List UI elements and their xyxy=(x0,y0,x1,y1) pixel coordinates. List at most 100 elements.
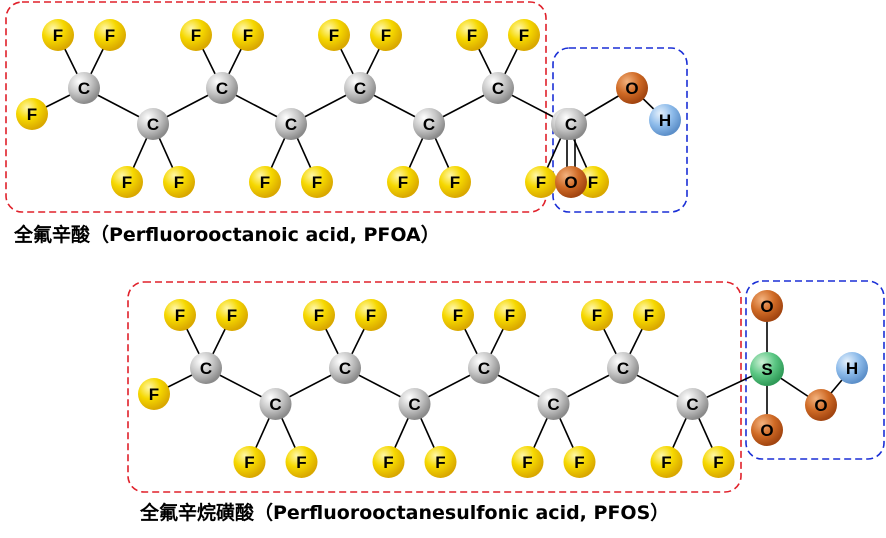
pfos-atom-c4-fluorine-left-label: F xyxy=(383,453,393,472)
pfoa-atom-c5-fluorine-right: F xyxy=(370,19,402,51)
pfoa-atom-c4-fluorine-left-label: F xyxy=(260,173,270,192)
pfoa-atom-hydrogen-label: H xyxy=(659,111,671,130)
pfos-atom-c5-fluorine-right-label: F xyxy=(505,306,515,325)
pfos-atom-c2-fluorine-right: F xyxy=(285,446,318,478)
pfoa-atom-c7-fluorine-left-label: F xyxy=(467,26,477,45)
pfoa-atom-carboxyl-carbon-label: C xyxy=(565,115,577,134)
pfos-atom-c1-fluorine-terminal-label: F xyxy=(149,385,159,404)
pfos-atom-c7-fluorine-left: F xyxy=(581,299,613,331)
pfos-atom-carbon-2-label: C xyxy=(269,395,281,414)
pfos-atom-carbon-7-label: C xyxy=(617,359,629,378)
pfos-head-box xyxy=(745,280,885,460)
pfoa-atom-carbon-2: C xyxy=(137,108,169,140)
pfos-atom-carbon-3: C xyxy=(329,352,361,384)
pfos-atom-carbon-2: C xyxy=(259,388,292,420)
pfos-atom-c3-fluorine-left: F xyxy=(303,299,335,331)
pfos-tail-box xyxy=(127,281,742,493)
pfoa-atom-carbon-2-label: C xyxy=(147,115,159,134)
pfos-atom-carbon-4: C xyxy=(398,388,431,420)
pfoa-atom-c7-fluorine-left: F xyxy=(456,19,488,51)
pfos-atom-c4-fluorine-right-label: F xyxy=(435,453,445,472)
pfos-atom-c5-fluorine-left-label: F xyxy=(453,306,463,325)
pfoa-atom-c5-fluorine-left-label: F xyxy=(329,26,339,45)
pfos-atom-c1-fluorine-right: F xyxy=(216,299,248,331)
pfoa-atom-carbon-1: C xyxy=(68,72,100,104)
pfos-atom-c5-fluorine-right: F xyxy=(494,299,526,331)
pfoa-atom-c1-fluorine-left-label: F xyxy=(53,26,63,45)
pfoa-atom-c4-fluorine-right-label: F xyxy=(312,173,322,192)
pfoa-atom-c1-fluorine-left: F xyxy=(42,19,74,51)
pfoa-atom-carbon-6-label: C xyxy=(423,115,435,134)
pfos-atom-c1-fluorine-terminal: F xyxy=(138,378,170,410)
pfos-atom-c6-fluorine-right-label: F xyxy=(574,453,584,472)
pfoa-atom-c1-fluorine-right: F xyxy=(94,19,126,51)
pfos-atom-sulfur-label: S xyxy=(761,360,772,379)
pfoa-atom-c3-fluorine-right: F xyxy=(232,19,264,51)
pfoa-atom-c1-fluorine-terminal-label: F xyxy=(27,105,37,124)
pfos-atom-c6-fluorine-left-label: F xyxy=(522,453,532,472)
pfoa-atom-c6-fluorine-right-label: F xyxy=(450,173,460,192)
pfoa-atom-hydroxyl-oxygen: O xyxy=(616,72,648,104)
pfoa-atom-c7-fluorine-right-label: F xyxy=(519,26,529,45)
pfoa-atom-c1-fluorine-right-label: F xyxy=(105,26,115,45)
pfos-atom-oxygen-top: O xyxy=(751,290,783,322)
pfos-atom-c8-fluorine-left: F xyxy=(650,446,683,478)
pfoa-atom-c1-fluorine-terminal: F xyxy=(16,98,48,130)
pfoa-atom-c8-fluorine-right-label: F xyxy=(588,173,598,192)
pfoa-atom-hydroxyl-oxygen-label: O xyxy=(625,79,638,98)
pfoa-atom-hydrogen: H xyxy=(649,104,681,136)
pfoa-atom-c3-fluorine-left-label: F xyxy=(191,26,201,45)
pfos-atom-c2-fluorine-left-label: F xyxy=(244,453,254,472)
pfos-atom-c8-fluorine-right-label: F xyxy=(713,453,723,472)
pfoa-atom-c6-fluorine-right: F xyxy=(439,166,471,198)
pfos-atom-c6-fluorine-right: F xyxy=(563,446,596,478)
pfos-caption: 全氟辛烷磺酸（Perfluorooctanesulfonic acid, PFO… xyxy=(140,502,670,524)
pfos-atom-c1-fluorine-left: F xyxy=(164,299,196,331)
pfos-atom-c1-fluorine-right-label: F xyxy=(227,306,237,325)
pfoa-atom-c6-fluorine-left-label: F xyxy=(398,173,408,192)
pfos-atom-c2-fluorine-left: F xyxy=(233,446,266,478)
pfoa-atom-c8-fluorine-left-label: F xyxy=(536,173,546,192)
pfos-atom-c4-fluorine-right: F xyxy=(424,446,457,478)
pfoa-atom-c4-fluorine-right: F xyxy=(301,166,333,198)
pfoa-atom-carbonyl-oxygen: O xyxy=(555,166,587,198)
pfos-atom-c6-fluorine-left: F xyxy=(511,446,544,478)
pfos-atom-carbon-1: C xyxy=(190,352,222,384)
pfos-atom-c2-fluorine-right-label: F xyxy=(296,453,306,472)
pfoa-atom-c3-fluorine-left: F xyxy=(180,19,212,51)
pfoa-atom-carbon-1-label: C xyxy=(78,79,90,98)
pfos-atom-c3-fluorine-right: F xyxy=(355,299,387,331)
pfoa-atom-c7-fluorine-right: F xyxy=(508,19,540,51)
pfoa-atom-c8-fluorine-right: F xyxy=(577,166,609,198)
pfoa-atom-carbon-3: C xyxy=(206,72,238,104)
pfoa-atom-carbon-7-label: C xyxy=(492,79,504,98)
pfoa-tail-box xyxy=(5,1,547,213)
pfoa-atom-carboxyl-carbon: C xyxy=(555,108,587,140)
pfos-atom-hydroxyl-oxygen: O xyxy=(805,389,837,421)
pfoa-atom-carbon-6: C xyxy=(413,108,445,140)
pfoa-atom-carbon-5-label: C xyxy=(354,79,366,98)
pfos-atom-carbon-8-label: C xyxy=(686,395,698,414)
pfos-atom-c4-fluorine-left: F xyxy=(372,446,405,478)
pfos-atom-carbon-8: C xyxy=(676,388,709,420)
pfos-atom-hydrogen: H xyxy=(836,352,868,384)
pfos-atom-hydrogen-label: H xyxy=(846,359,858,378)
pfos-atom-hydroxyl-oxygen-label: O xyxy=(814,396,827,415)
pfos-atom-oxygen-bottom: O xyxy=(751,414,783,446)
pfoa-atom-c5-fluorine-right-label: F xyxy=(381,26,391,45)
pfos-atom-sulfur: S xyxy=(750,352,784,386)
pfoa-atom-c2-fluorine-left: F xyxy=(111,166,143,198)
pfoa-atom-carbon-5: C xyxy=(344,72,376,104)
pfoa-atom-c2-fluorine-right: F xyxy=(163,166,195,198)
pfos-atom-c7-fluorine-right: F xyxy=(633,299,665,331)
pfoa-atom-c2-fluorine-left-label: F xyxy=(122,173,132,192)
pfoa-atom-c8-fluorine-left: F xyxy=(525,166,557,198)
pfos-atom-oxygen-bottom-label: O xyxy=(760,421,773,440)
pfos-atom-c7-fluorine-right-label: F xyxy=(644,306,654,325)
pfos-atom-carbon-5-label: C xyxy=(478,359,490,378)
pfoa-atom-carbonyl-oxygen-label: O xyxy=(564,173,577,192)
pfos-atom-carbon-6-label: C xyxy=(547,395,559,414)
pfoa-atom-c4-fluorine-left: F xyxy=(249,166,281,198)
pfoa-atom-c3-fluorine-right-label: F xyxy=(243,26,253,45)
